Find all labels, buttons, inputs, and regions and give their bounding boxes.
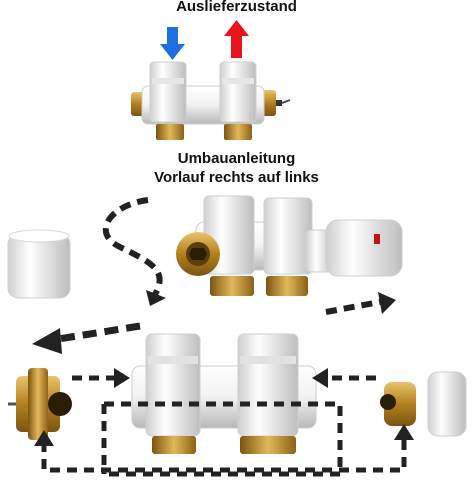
rotate-arrow-head-icon: [146, 290, 166, 306]
cap-move-left-arrow-head-icon: [32, 328, 62, 354]
delivery-state-title: Auslieferzustand: [176, 0, 297, 15]
valve-middle-rotating: [176, 195, 403, 296]
conversion-instruction-subtitle: Vorlauf rechts auf links: [154, 169, 319, 186]
insert-remove-arrow-head-icon: [378, 292, 396, 314]
return-arrow-icon: [224, 20, 249, 58]
supply-arrow-icon: [160, 27, 185, 60]
insert-remove-arrow: [325, 299, 381, 315]
conversion-instruction-title: Umbauanleitung: [177, 150, 296, 167]
brass-insert-right: [380, 382, 416, 426]
valve-bottom-converted: [131, 333, 317, 454]
cap-move-left-arrow: [51, 322, 141, 344]
arrow-head-left-icon: [312, 368, 328, 388]
arrow-head-right-icon: [114, 368, 130, 388]
valve-top-delivery: [131, 61, 291, 140]
cap-right: [427, 371, 467, 437]
cap-left-removed: [7, 229, 71, 299]
rotate-arrow: [102, 197, 163, 298]
arrow-head-up-right-icon: [394, 424, 414, 440]
thermostatic-insert-left: [8, 368, 72, 440]
exchange-path-arrows: [41, 375, 407, 477]
arrow-head-up-left-icon: [34, 430, 54, 446]
